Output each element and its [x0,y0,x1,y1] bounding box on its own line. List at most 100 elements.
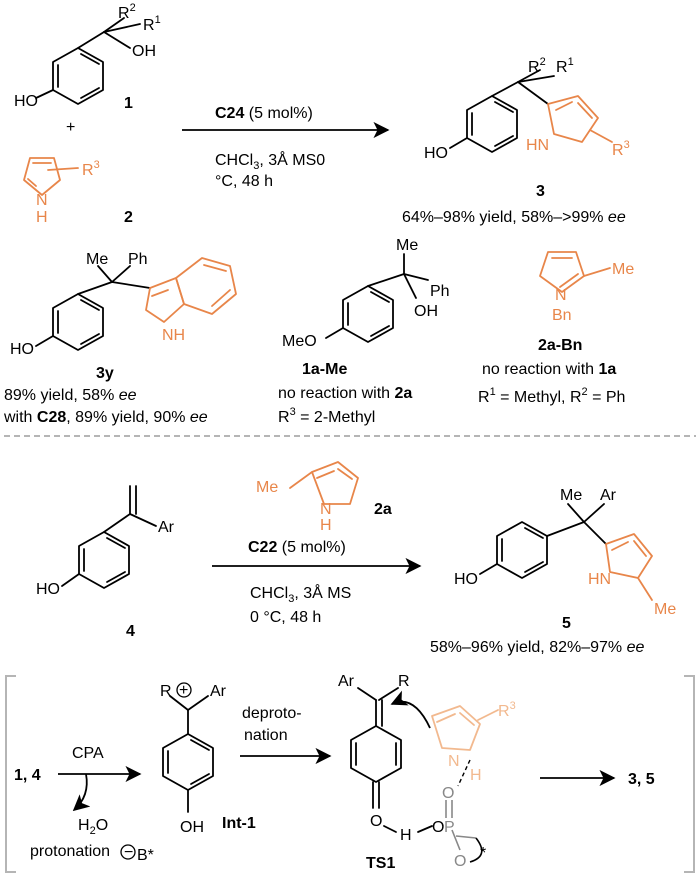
deproto-label-1: deproto- [242,705,302,722]
h2o-curved-arrow [72,773,91,812]
compound-5-label: 5 [562,615,571,632]
product-3-r2-label: R2 [528,56,546,76]
3y-ho-label: HO [10,341,34,358]
product-3-r3-label: R3 [612,139,630,159]
intermediate-int-1 [162,682,214,813]
r3-label: R3 [82,159,100,179]
ts1-r3-label: R3 [498,700,516,720]
mechanism-brackets [5,675,695,873]
1a-me-oh-label: OH [414,303,438,320]
3y-me-label: Me [86,251,108,268]
minus-label: − [124,844,133,861]
catalyst-c22-label: C22 (5 mol%) [248,539,346,556]
3y-yield-line-1: 89% yield, 58% ee [4,387,137,404]
ts1-h2-label: H [400,827,412,844]
compound-2a-label: 2a [374,501,392,518]
ts1-label: TS1 [366,855,395,872]
yield-5-label: 58%–96% yield, 82%–97% ee [430,639,644,656]
3y-ph-label: Ph [128,251,148,268]
ts1-ar-label: Ar [338,673,355,690]
compound-1a-me-label: 1a-Me [302,361,347,378]
ts1-h-label: H [470,767,482,784]
5-ar-label: Ar [600,487,617,504]
conditions-2-line-2: 0 °C, 48 h [250,609,321,626]
product-3 [449,69,555,153]
conditions-line-2: °C, 48 h [215,173,273,190]
compound-4-label: 4 [126,623,135,640]
protonation-label: protonation [30,843,110,860]
1a-me-note-2: R3 = 2-Methyl [278,406,375,426]
product-3-r1-label: R1 [556,56,574,76]
int-1-plus-label: + [179,682,188,699]
minus-circle [120,844,136,860]
h2o-label: H2O [78,817,108,837]
substrate-4 [61,485,157,589]
ts1-p-label: P [444,819,455,836]
ts1-pyrrole [431,705,499,751]
ts1-o-label: O [370,813,382,830]
compound-3-label: 3 [536,183,545,200]
4-ho-label: HO [36,581,60,598]
oh-label: OH [132,43,156,60]
5-me2-label: Me [654,601,676,618]
ts1-r-label: R [398,673,410,690]
phenol-ho-label: HO [14,93,38,110]
compound-1-label: 1 [124,95,133,112]
ts1-n-label: N [448,753,460,770]
2a-bn-note-1: no reaction with 1a [482,361,616,378]
yield-3-label: 64%–98% yield, 58%–>99% ee [402,209,626,226]
compound-2a-bn [539,251,611,293]
5-hn-label: HN [588,571,611,588]
cpa-label: CPA [72,745,104,762]
1a-me-me-label: Me [396,237,418,254]
conditions-2-line-1: CHCl3, 3Å MS [250,583,351,605]
2a-bn-note-2: R1 = Methyl, R2 = Ph [478,386,625,406]
3y-nh-label: NH [162,327,185,344]
5-ho-label: HO [454,571,478,588]
3y-yield-line-2: with C28, 89% yield, 90% ee [3,409,208,426]
compound-3y-label: 3y [96,365,114,382]
2a-h-label: H [320,517,332,534]
mech-end-label: 3, 5 [628,771,655,788]
transition-state-ts1 [350,687,483,863]
2a-bn-me-label: Me [612,261,634,278]
pyrrole-h-label: H [36,209,48,226]
conditions-line-1: CHCl3, 3Å MS0 [215,150,325,172]
deproto-label-2: nation [244,727,288,744]
product-3-ho-label: HO [424,145,448,162]
1a-me-note-1: no reaction with 2a [278,385,412,402]
pyrrole-2a [289,461,359,505]
int-1-r-label: R [160,683,172,700]
ts1-o2-label: O [432,819,444,836]
product-3-hn-label: HN [526,137,549,154]
indole-ring [145,257,237,323]
plus-sign: + [66,119,75,136]
pyrrole-2 [23,157,79,196]
ts1-o4-label: O [454,853,466,870]
b-star-label: B* [137,847,154,864]
int-1-ar-label: Ar [210,683,227,700]
5-me-label: Me [560,487,582,504]
product-5 [479,503,607,579]
compound-2a-bn-label: 2a-Bn [538,337,582,354]
mech-start-label: 1, 4 [14,767,41,784]
catalyst-c24-label: C24 (5 mol%) [215,105,313,122]
r2-label: R2 [118,2,136,22]
1a-me-meo-label: MeO [282,333,317,350]
2a-me-label: Me [256,479,278,496]
int-1-label: Int-1 [222,815,256,832]
int-1-oh-label: OH [180,819,204,836]
compound-2-label: 2 [124,209,133,226]
pyrrole-n-label: N [36,192,48,209]
substrate-1 [35,17,141,105]
product-5-pyrrole [605,533,653,601]
2a-bn-bn-label: Bn [552,307,572,324]
ts1-o3-label: O [442,785,454,802]
4-ar-label: Ar [158,519,175,536]
r1-label: R1 [143,14,161,34]
compound-3y [35,265,151,351]
product-3-pyrrole [547,95,613,143]
2a-bn-n-label: N [555,287,567,304]
2a-n-label: N [320,501,332,518]
